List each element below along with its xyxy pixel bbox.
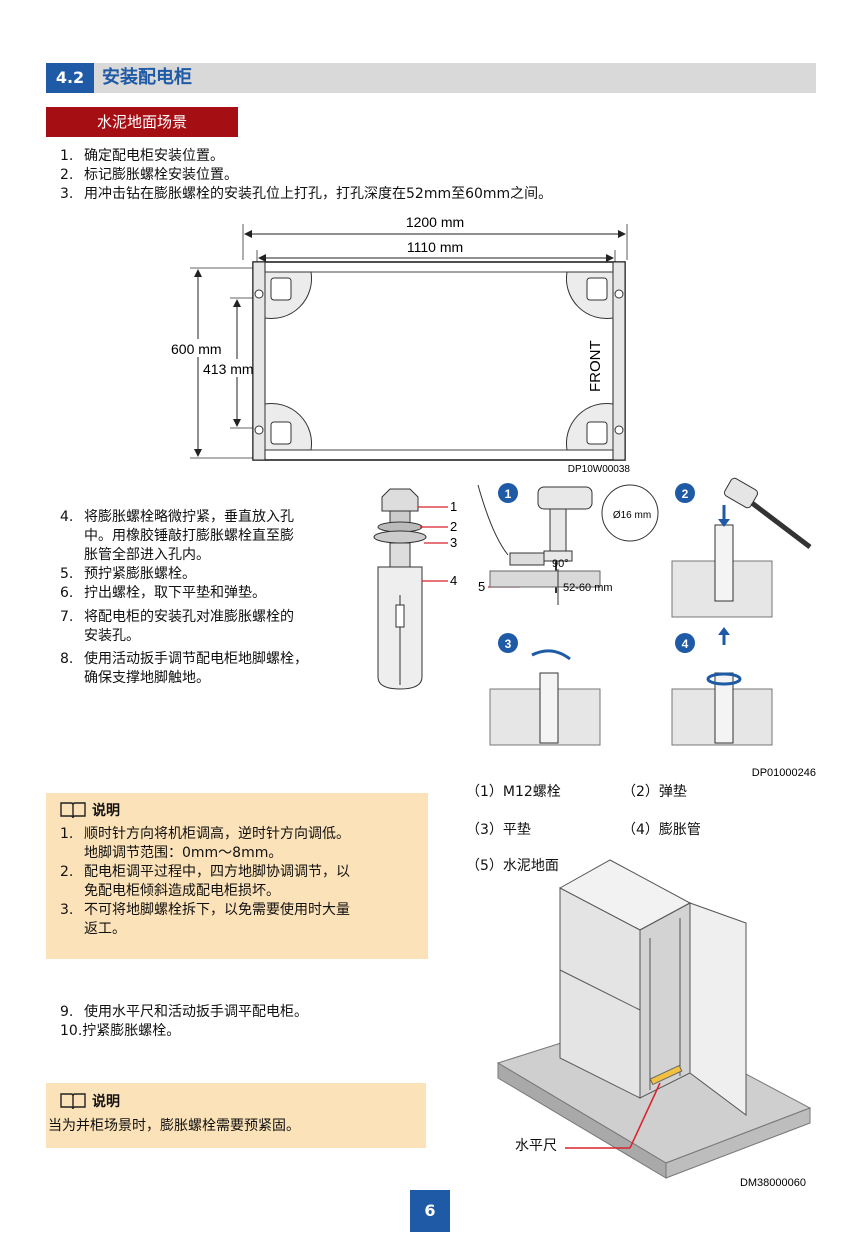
step-5: 5.预拧紧膨胀螺栓。 (60, 566, 196, 582)
legend-item-2: （2）弹垫 (622, 784, 687, 800)
expansion-bolt-diagram: 1 2 3 4 5 1 Ø16 mm 90° 52-60 mm 2 3 4 DP… (373, 477, 816, 779)
legend-item-4: （4）膨胀管 (622, 822, 701, 838)
note-title: 说明 (92, 1094, 120, 1110)
note2-text: 当为并柜场景时，膨胀螺栓需要预紧固。 (48, 1118, 300, 1134)
legend-item-5: （5）水泥地面 (466, 858, 559, 874)
step-7: 7.将配电柜的安装孔对准膨胀螺栓的安装孔。 (60, 609, 294, 644)
note-box-2: 说明 当为并柜场景时，膨胀螺栓需要预紧固。 (46, 1083, 426, 1148)
svg-text:1: 1 (505, 487, 512, 501)
svg-text:Ø16 mm: Ø16 mm (613, 510, 651, 521)
steps-bottom: 9.使用水平尺和活动扳手调平配电柜。 10.拧紧膨胀螺栓。 (60, 1003, 440, 1041)
note-title: 说明 (92, 803, 120, 819)
legend-item-3: （3）平垫 (466, 822, 531, 838)
dim-600: 600 mm (171, 341, 222, 357)
svg-text:52-60 mm: 52-60 mm (563, 582, 613, 594)
section-header-bar (46, 63, 816, 93)
step-10: 10.拧紧膨胀螺栓。 (60, 1023, 181, 1039)
svg-text:2: 2 (682, 487, 689, 501)
svg-text:5: 5 (478, 579, 485, 594)
section-title: 安装配电柜 (102, 67, 192, 88)
step-6: 6.拧出螺栓，取下平垫和弹垫。 (60, 585, 266, 601)
cabinet-icon (558, 859, 747, 1116)
book-icon (60, 802, 86, 819)
step-9: 9.使用水平尺和活动扳手调平配电柜。 (60, 1004, 308, 1020)
step-8: 8.使用活动扳手调节配电柜地脚螺栓，确保支撑地脚触地。 (60, 651, 308, 686)
svg-text:3: 3 (450, 535, 457, 550)
section-number: 4.2 (46, 63, 94, 93)
step-1: 1.确定配电柜安装位置。 (60, 148, 224, 164)
steps-top: 1.确定配电柜安装位置。 2.标记膨胀螺栓安装位置。 3.用冲击钻在膨胀螺栓的安… (60, 147, 680, 204)
step-4: 4.将膨胀螺栓略微拧紧，垂直放入孔中。用橡胶锤敲打膨胀螺栓直至膨胀管全部进入孔内… (60, 509, 294, 563)
expansion-bolt-icon (373, 488, 427, 690)
fig2-code: DP01000246 (752, 767, 816, 779)
book-icon (60, 1093, 86, 1110)
legend-item-1: （1）M12螺栓 (466, 784, 561, 800)
svg-text:4: 4 (450, 573, 457, 588)
svg-text:4: 4 (682, 637, 689, 651)
svg-text:90°: 90° (552, 558, 569, 570)
scene-tag: 水泥地面场景 (46, 107, 238, 137)
step-3: 3.用冲击钻在膨胀螺栓的安装孔位上打孔，打孔深度在52mm至60mm之间。 (60, 186, 553, 202)
fig1-code: DP10W00038 (568, 464, 631, 475)
dim-1200: 1200 mm (406, 214, 464, 230)
steps-mid: 4.将膨胀螺栓略微拧紧，垂直放入孔中。用橡胶锤敲打膨胀螺栓直至膨胀管全部进入孔内… (60, 508, 350, 688)
fig3-code: DM38000060 (740, 1177, 806, 1189)
dim-413: 413 mm (203, 361, 254, 377)
rubber-hammer-icon (723, 477, 812, 549)
svg-text:3: 3 (505, 637, 512, 651)
level-label: 水平尺 (515, 1138, 557, 1154)
step-2: 2.标记膨胀螺栓安装位置。 (60, 167, 238, 183)
cabinet-base-diagram: 1200 mm 1110 mm 600 mm 413 mm FRONT DP10… (171, 214, 631, 475)
cabinet-level-diagram: DM38000060 (496, 859, 812, 1189)
svg-text:1: 1 (450, 499, 457, 514)
page-number: 6 (410, 1190, 450, 1232)
svg-text:2: 2 (450, 519, 457, 534)
front-label: FRONT (587, 340, 604, 392)
note-box-1: 说明 1.顺时针方向将机柜调高，逆时针方向调低。地脚调节范围：0mm～8mm。 … (46, 793, 428, 959)
dim-1110: 1110 mm (407, 239, 463, 255)
hammer-drill-icon (477, 484, 593, 593)
